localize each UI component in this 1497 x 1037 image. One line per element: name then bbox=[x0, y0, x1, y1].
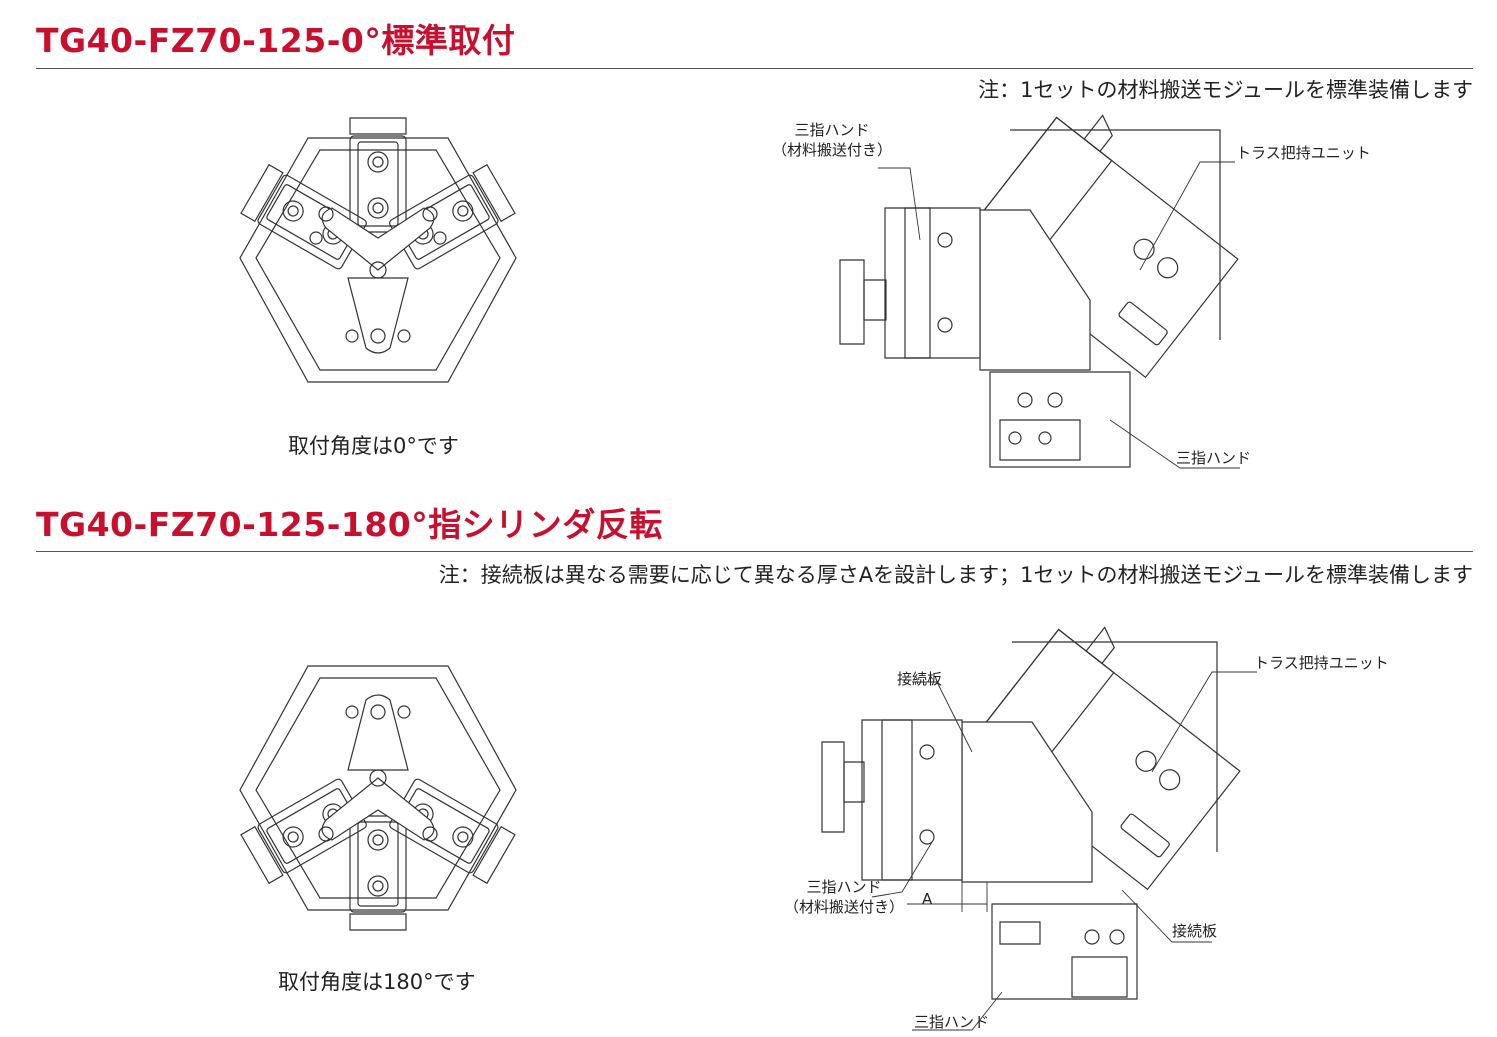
s2-label-hand-line2: （材料搬送付き） bbox=[784, 898, 905, 916]
s1-label-hand-line2: （材料搬送付き） bbox=[772, 141, 893, 159]
section2-caption: 取付角度は180°です bbox=[278, 970, 476, 994]
s2-label-plate-top: 接続板 bbox=[897, 670, 943, 688]
section2-note: 注：接続板は異なる需要に応じて異なる厚さAを設計します；1セットの材料搬送モジュ… bbox=[438, 563, 1473, 587]
s1-label-hand-material: 三指ハンド （材料搬送付き） bbox=[772, 120, 892, 160]
section2-divider bbox=[36, 551, 1473, 552]
s2-label-dim-a: A bbox=[922, 890, 933, 908]
assembly-side-view-180deg bbox=[812, 612, 1232, 1032]
s2-label-hand: 三指ハンド bbox=[914, 1013, 990, 1031]
s2-label-truss: トラス把持ユニット bbox=[1254, 654, 1389, 672]
s2-label-hand-material: 三指ハンド （材料搬送付き） bbox=[784, 877, 904, 917]
gripper-front-view-0deg bbox=[228, 110, 528, 400]
assembly-side-view-0deg bbox=[830, 100, 1250, 480]
section2-title: TG40-FZ70-125-180°指シリンダ反転 bbox=[36, 505, 663, 544]
s2-label-hand-line1: 三指ハンド bbox=[806, 878, 882, 896]
section1-caption: 取付角度は0°です bbox=[288, 434, 459, 458]
section1-title: TG40-FZ70-125-0°標準取付 bbox=[36, 21, 516, 60]
s1-label-hand-line1: 三指ハンド bbox=[794, 121, 870, 139]
s1-label-truss: トラス把持ユニット bbox=[1236, 144, 1371, 162]
gripper-front-view-180deg bbox=[228, 648, 528, 938]
section1-divider bbox=[36, 68, 1473, 69]
s2-label-plate-bottom: 接続板 bbox=[1172, 922, 1218, 940]
s1-label-hand: 三指ハンド bbox=[1176, 449, 1252, 467]
section1-note: 注：1セットの材料搬送モジュールを標準装備します bbox=[978, 78, 1473, 102]
